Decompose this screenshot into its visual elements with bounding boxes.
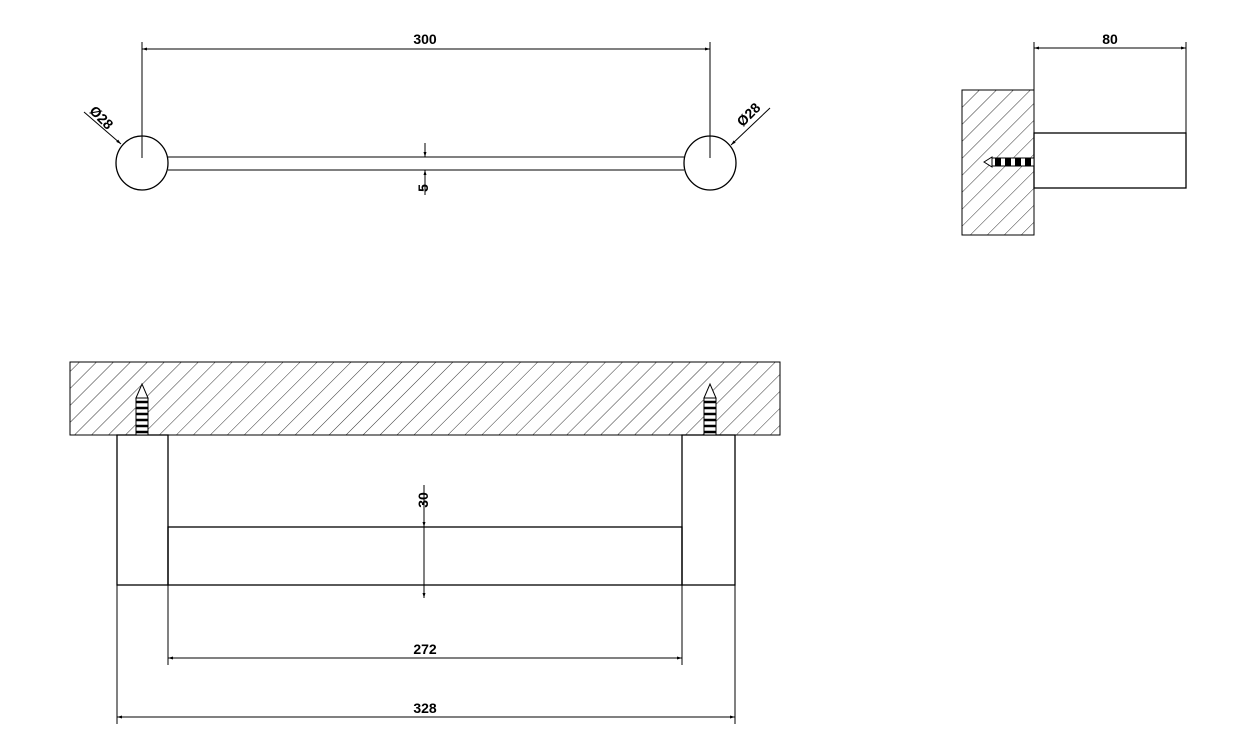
left-post <box>116 434 169 586</box>
diameter-left-label: Ø28 <box>87 102 117 132</box>
top-view: 300 5 Ø28 Ø28 <box>83 31 771 195</box>
towel-bar <box>167 526 683 586</box>
diameter-right-label: Ø28 <box>733 99 763 129</box>
left-screw-icon <box>135 382 149 436</box>
dimension-30-label: 30 <box>415 492 431 508</box>
wall-section <box>69 361 781 436</box>
dimension-328-label: 328 <box>413 700 437 716</box>
right-post <box>681 434 736 586</box>
right-screw-icon <box>703 382 717 436</box>
dimension-300-label: 300 <box>413 31 437 47</box>
left-post-circle <box>115 135 169 191</box>
screw-icon <box>983 156 1035 168</box>
dimension-5-label: 5 <box>415 184 431 192</box>
post-cylinder <box>1033 132 1187 189</box>
right-post-circle <box>683 135 737 191</box>
front-view: 30 272 328 <box>69 361 781 724</box>
diameter-leader-left <box>83 111 122 145</box>
diameter-leader-right <box>730 107 771 146</box>
dimension-80-label: 80 <box>1102 31 1118 47</box>
dimension-272-label: 272 <box>413 641 437 657</box>
side-view: 80 <box>961 31 1187 236</box>
